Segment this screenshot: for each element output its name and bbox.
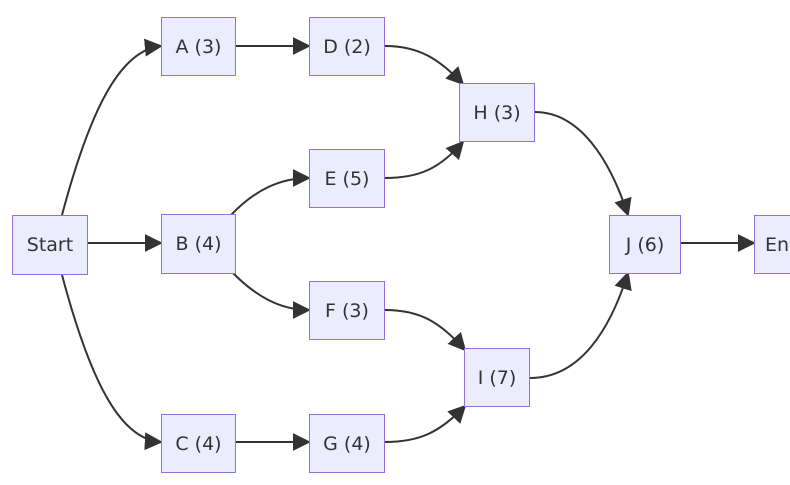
node-b: B (4): [161, 214, 236, 274]
node-f: F (3): [309, 281, 385, 340]
edge-i-j: [529, 271, 632, 379]
node-a: A (3): [161, 17, 236, 76]
edge-f-i: [384, 309, 467, 352]
node-h: H (3): [459, 83, 535, 142]
edge-start-c: [61, 274, 163, 451]
node-end: End: [754, 215, 790, 274]
edge-h-j: [534, 111, 632, 217]
node-e: E (5): [309, 149, 385, 208]
edge-g-i: [384, 404, 467, 443]
edge-e-h: [384, 140, 465, 179]
edge-start-a: [61, 38, 163, 216]
node-c: C (4): [161, 414, 236, 473]
node-j: J (6): [609, 215, 681, 274]
node-start: Start: [12, 215, 88, 275]
node-i: I (7): [464, 348, 530, 407]
edge-d-h: [384, 45, 465, 86]
edge-b-e: [230, 169, 311, 216]
node-g: G (4): [309, 414, 385, 473]
node-d: D (2): [309, 17, 385, 76]
edge-b-f: [230, 270, 311, 319]
